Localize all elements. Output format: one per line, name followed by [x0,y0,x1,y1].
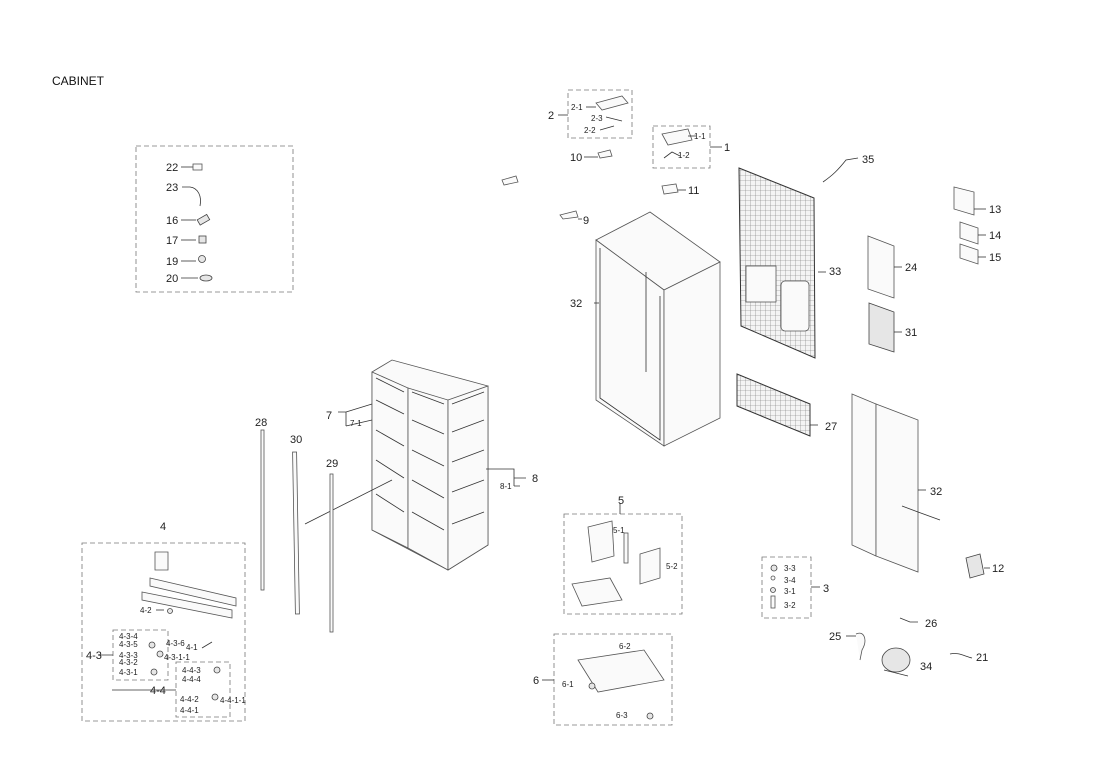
callout-6: 6 [533,675,539,687]
callout-4-4-4: 4-4-4 [182,675,201,684]
callout-5-2: 5-2 [666,562,678,571]
callout-6-3: 6-3 [616,711,628,720]
callout-29: 29 [326,458,338,470]
group-box-1 [652,125,711,169]
group-box-4-4 [175,661,231,718]
callout-4-3-1-1: 4-3-1-1 [164,653,190,662]
callout-4-4-3: 4-4-3 [182,666,201,675]
callout-3-3: 3-3 [784,564,796,573]
group-box-6 [553,633,673,726]
callout-15: 15 [989,252,1001,264]
callout-5: 5 [618,495,624,507]
callout-4: 4 [160,521,166,533]
callout-13: 13 [989,204,1001,216]
callout-32-case: 32 [570,298,582,310]
small-parts [501,157,859,220]
callout-4-3-4: 4-3-4 [119,632,138,641]
callout-14: 14 [989,230,1001,242]
callout-4-4-1-1: 4-4-1-1 [220,696,246,705]
callout-8: 8 [532,473,538,485]
callout-4-4-2: 4-4-2 [180,695,199,704]
callout-labels: 1 1-1 1-2 2 2-1 2-3 2-2 3 3-3 3-4 3-1 3-… [86,103,1004,720]
group-box-2 [567,89,633,139]
panel-parts [867,235,902,353]
group-box-3 [761,556,812,619]
callout-7-1: 7-1 [350,419,362,428]
callout-4-4-1: 4-4-1 [180,706,199,715]
callout-2-2: 2-2 [584,126,596,135]
side-panel [851,393,941,573]
callout-16: 16 [166,215,178,227]
callout-11: 11 [688,185,699,197]
callout-1-1: 1-1 [694,132,706,141]
callout-8-1: 8-1 [500,482,512,491]
machine-parts [846,553,990,677]
callout-4-4: 4-4 [150,685,166,697]
callout-3-1: 3-1 [784,587,796,596]
callout-4-3-6: 4-3-6 [166,639,185,648]
callout-3-2: 3-2 [784,601,796,610]
board-parts [953,186,986,265]
group-1-parts [661,128,722,159]
group-3-parts [770,564,820,609]
callout-33: 33 [829,266,841,278]
callout-5-1: 5-1 [613,526,625,535]
callout-20: 20 [166,273,178,285]
callout-30: 30 [290,434,302,446]
callout-1: 1 [724,142,730,154]
callout-28: 28 [255,417,267,429]
callout-26: 26 [925,618,937,630]
callout-2: 2 [548,110,554,122]
callout-6-2: 6-2 [619,642,631,651]
page-title: CABINET [52,74,105,88]
callout-1-2: 1-2 [678,151,690,160]
callout-2-3: 2-3 [591,114,603,123]
gasket-strips [260,429,334,633]
back-cover-panel [736,373,818,437]
callout-12: 12 [992,563,1004,575]
group-box-4 [81,542,246,722]
callout-34: 34 [920,661,932,673]
callout-27: 27 [825,421,837,433]
group-box-5 [563,513,683,615]
callout-3: 3 [823,583,829,595]
group-4-parts [98,551,237,701]
callout-4-1: 4-1 [186,643,198,652]
callout-21: 21 [976,652,988,664]
group-2-parts [558,95,629,159]
callout-2-1: 2-1 [571,103,583,112]
callout-6-1: 6-1 [562,680,574,689]
callout-4-2: 4-2 [140,606,152,615]
callout-23: 23 [166,182,178,194]
accessory-group-box [135,145,294,293]
group-5-parts [571,503,661,607]
callout-4-3-1: 4-3-1 [119,668,138,677]
callout-22: 22 [166,162,178,174]
callout-4-3-3: 4-3-3 [119,651,138,660]
callout-24: 24 [905,262,917,274]
callout-4-3-5: 4-3-5 [119,640,138,649]
group-6-parts [542,649,665,720]
rear-panel [738,167,826,359]
callout-32-panel: 32 [930,486,942,498]
callout-35: 35 [862,154,874,166]
callout-17: 17 [166,235,178,247]
accessory-parts [181,163,213,282]
callout-3-4: 3-4 [784,576,796,585]
callout-19: 19 [166,256,178,268]
callout-4-3: 4-3 [86,650,102,662]
inner-liner [304,359,526,571]
callout-25: 25 [829,631,841,643]
callout-4-3-2: 4-3-2 [119,658,138,667]
callout-31: 31 [905,327,917,339]
callout-9: 9 [583,215,589,227]
callout-10: 10 [570,152,582,164]
cabinet-outer-case [594,211,721,447]
callout-7: 7 [326,410,332,422]
